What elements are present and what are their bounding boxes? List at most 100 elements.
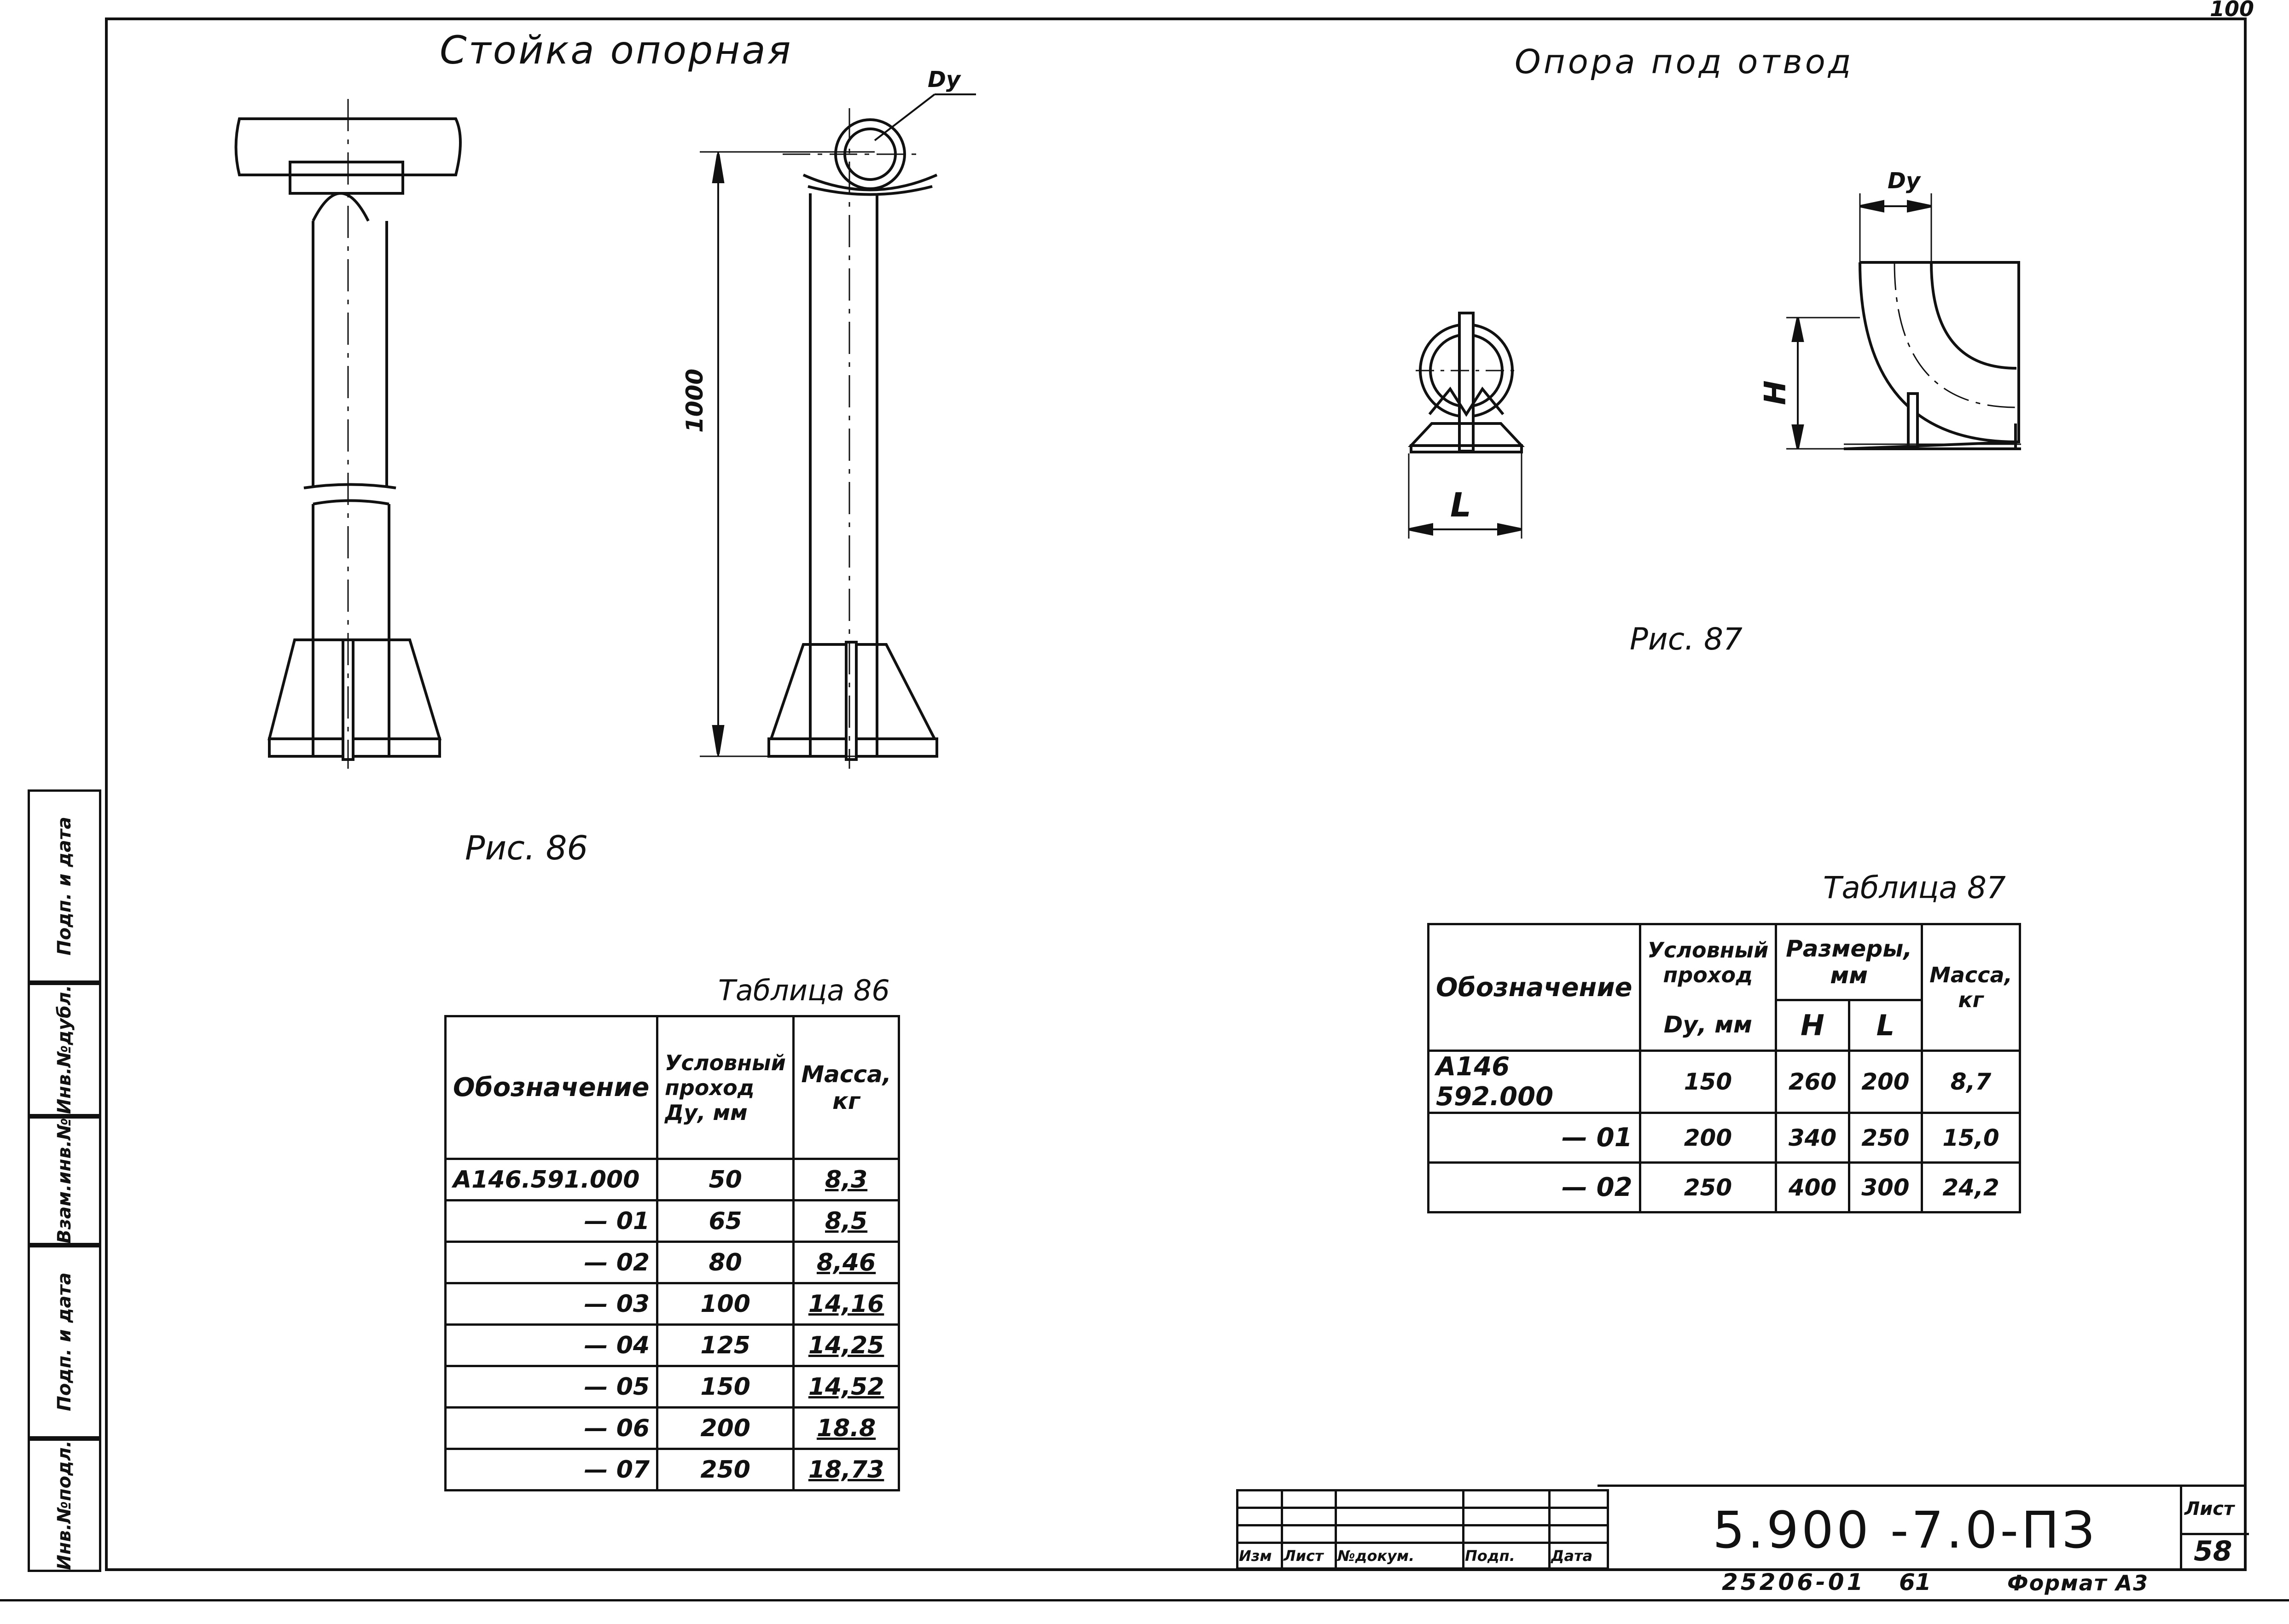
table86-mass-cell: 8,46: [792, 1241, 900, 1284]
sidebar-stamp-4: Подп. и дата: [28, 1245, 101, 1438]
title-block-top-line: [1598, 1485, 2247, 1487]
table86-col-nominal: Условный проход Ду, мм: [656, 1015, 795, 1160]
table87-mass-cell: 8,7: [1921, 1050, 2021, 1114]
table87-l-cell: 250: [1847, 1112, 1923, 1164]
table87-col-l: L: [1847, 999, 1923, 1052]
table87-l-cell: 300: [1847, 1161, 1923, 1213]
table86-mass-cell: 8,5: [792, 1199, 900, 1243]
pipe-section-horizontal: [234, 117, 462, 176]
document-code: 5.900 -7.0-ПЗ: [1713, 1501, 2097, 1560]
table87-mass-cell: 15,0: [1921, 1112, 2021, 1164]
table86-designation-cell: — 03: [444, 1282, 659, 1326]
table86-nominal-cell: 50: [656, 1158, 795, 1201]
sidebar-stamp-5: Инв.№подл.: [28, 1438, 101, 1572]
fig87-dy-label: Dу: [1888, 168, 1921, 194]
table86-nominal-cell: 80: [656, 1241, 795, 1284]
fig87-dim-h: H: [1759, 380, 1793, 405]
tb-col-list: Лист: [1281, 1542, 1337, 1570]
table86-title: Таблица 86: [718, 974, 890, 1007]
table86-designation-cell: — 06: [444, 1406, 659, 1450]
sidebar-stamp-3: Взам.инв.№: [28, 1116, 101, 1245]
format-label: Формат А3: [2007, 1571, 2149, 1595]
tb-col-sign: Подп.: [1462, 1542, 1551, 1570]
table87-designation-cell: А146 592.000: [1427, 1050, 1641, 1114]
table87-nominal-cell: 250: [1638, 1161, 1778, 1213]
table87-col-designation: Обозначение: [1427, 923, 1641, 1052]
table87-col-nominal-unit: Dу, мм: [1638, 1000, 1778, 1052]
table86-header-row: Обозначение Условный проход Ду, мм Масса…: [444, 1015, 900, 1160]
table87-mass-cell: 24,2: [1921, 1161, 2021, 1213]
fig87-heading: Опора под отвод: [1515, 42, 1854, 81]
table86: Обозначение Условный проход Ду, мм Масса…: [444, 1015, 900, 1491]
revision-grid: Изм Лист №докум. Подп. Дата: [1236, 1489, 1609, 1570]
elbow-outer-arc: [1859, 262, 2017, 443]
table87-h-cell: 260: [1775, 1050, 1850, 1114]
sheet-label: Лист: [2184, 1498, 2235, 1520]
table87-col-h: H: [1775, 999, 1850, 1052]
table86-designation-cell: — 05: [444, 1365, 659, 1409]
tb-col-izm: Изм: [1236, 1542, 1283, 1570]
sidebar-stamp-1: Подп. и дата: [28, 789, 101, 983]
table87-h-cell: 400: [1775, 1161, 1850, 1213]
table87-col-dimensions: Размеры, мм: [1775, 923, 1923, 1001]
table87-col-nominal: Условный проход: [1638, 923, 1778, 1000]
table86-mass-cell: 14,52: [792, 1365, 900, 1409]
table86-nominal-cell: 125: [656, 1323, 795, 1367]
table87: Обозначение Условный проход Размеры, мм …: [1427, 923, 2021, 1213]
table86-nominal-cell: 250: [656, 1448, 795, 1491]
table86-col-designation: Обозначение: [444, 1015, 659, 1160]
fig87-dim-l: L: [1450, 486, 1471, 524]
table86-nominal-cell: 100: [656, 1282, 795, 1326]
post-top-arc: [312, 192, 370, 222]
table86-nominal-cell: 150: [656, 1365, 795, 1409]
table87-header-row-1: Обозначение Условный проход Размеры, мм …: [1427, 923, 2021, 1052]
elbow-inner-arc: [1930, 262, 2017, 370]
sheet-cell-mid-line: [2180, 1533, 2249, 1535]
table86-col-mass: Масса, кг: [792, 1015, 900, 1160]
fig86-dy-label: Dу: [928, 67, 961, 93]
table86-designation-cell: — 01: [444, 1199, 659, 1243]
table87-designation-cell: — 01: [1427, 1112, 1641, 1164]
table87-header-row-2: Dу, мм H L: [1429, 999, 2020, 1052]
table87-col-mass: Масса, кг: [1921, 923, 2021, 1052]
table86-mass-cell: 14,16: [792, 1282, 900, 1326]
bottom-trim-line: [0, 1599, 2289, 1601]
table86-mass-cell: 18.8: [792, 1406, 900, 1450]
table86-designation-cell: — 04: [444, 1323, 659, 1367]
corner-mark: 100: [2210, 0, 2254, 21]
table87-l-cell: 200: [1847, 1050, 1923, 1114]
footer-number: 61: [1899, 1569, 1931, 1595]
revision-header-row: Изм Лист №докум. Подп. Дата: [1236, 1542, 1609, 1570]
table86-mass-cell: 8,3: [792, 1158, 900, 1201]
sheet-frame: [105, 17, 2247, 1571]
fig86-heading: Стойка опорная: [440, 28, 793, 73]
footer-code: 25206-01: [1722, 1569, 1866, 1595]
table86-mass-cell: 14,25: [792, 1323, 900, 1367]
sheet-cell-divider: [2180, 1485, 2182, 1571]
table86-nominal-cell: 65: [656, 1199, 795, 1243]
table86-nominal-cell: 200: [656, 1406, 795, 1450]
table86-mass-cell: 18,73: [792, 1448, 900, 1491]
table87-h-cell: 340: [1775, 1112, 1850, 1164]
tb-col-date: Дата: [1548, 1542, 1609, 1570]
sidebar-stamp-2: Инв.№дубл.: [28, 983, 101, 1116]
table87-title: Таблица 87: [1823, 870, 2006, 905]
sheet-number: 58: [2194, 1535, 2232, 1567]
table87-nominal-cell: 150: [1638, 1050, 1778, 1114]
fig86-caption: Рис. 86: [465, 829, 588, 867]
table86-designation-cell: — 02: [444, 1241, 659, 1284]
